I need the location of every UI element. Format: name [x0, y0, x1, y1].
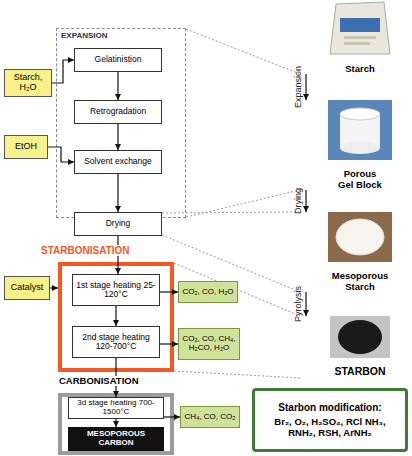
photo-background	[328, 100, 392, 160]
flow-arrow	[115, 306, 116, 326]
zoom-line	[174, 263, 300, 316]
input-box: Starch, H₂O	[4, 69, 52, 97]
node-text: 1st stage heating 25-120°C	[73, 281, 159, 300]
bag-stripe	[344, 36, 376, 39]
flow-arrow	[164, 416, 180, 417]
photo-node: STARBON	[300, 316, 412, 378]
arrow-label: Pyrolysis	[293, 286, 303, 322]
group-heading: STARBONISATION	[40, 245, 131, 256]
node-text: Retrogradation	[90, 107, 146, 116]
zoom-line	[174, 371, 300, 378]
arrow-label: Drying	[293, 188, 303, 214]
node-text: Catalyst	[11, 283, 44, 293]
output-box: CH₄, CO, CO₂	[180, 406, 240, 428]
bag-stripe	[344, 42, 370, 45]
flow-arrow	[117, 174, 118, 212]
node-text: 2nd stage heating 120-700°C	[73, 333, 159, 352]
node-text: Solvent exchange	[84, 157, 152, 166]
photo-caption: Mesoporous Starch	[328, 271, 392, 292]
bag-label	[340, 18, 380, 32]
photo-background	[330, 316, 390, 358]
flow-arrow	[117, 124, 118, 150]
gel-base	[340, 142, 380, 154]
zoom-line	[186, 29, 300, 74]
photo-caption: STARBON	[334, 366, 385, 378]
flow-arrow	[50, 287, 58, 288]
input-box: Catalyst	[4, 276, 50, 300]
node-text: MESOPOROUS CARBON	[84, 430, 148, 448]
mesoporous-starch-photo	[328, 212, 392, 262]
process-box: 1st stage heating 25-120°C	[72, 274, 160, 306]
node-text: CO₂, CO, H₂O	[182, 288, 233, 297]
modification-box: Starbon modification: Br₂, O₂, H₂SO₄, RCl…	[252, 388, 408, 452]
starbon-photo	[330, 316, 390, 358]
photo-node: Porous Gel Block	[300, 100, 412, 190]
reagent-list: Br₂, O₂, H₂SO₄, RCl NH₃, RNH₂, RSH, ArNH…	[268, 416, 392, 439]
gel-block-photo	[328, 100, 392, 160]
node-text: Drying	[106, 219, 131, 228]
node-text: CH₄, CO, CO₂	[185, 413, 236, 422]
stage-group: CARBONISATION3d stage heating 700-1500°C…	[58, 393, 174, 455]
flow-arrow	[305, 190, 306, 212]
zoom-line	[162, 212, 300, 213]
process-box: Gelatinistion	[74, 48, 162, 72]
input-box: EtOH	[4, 135, 48, 159]
starch-disk	[336, 219, 384, 255]
photo-node: Starch	[300, 0, 412, 74]
node-text: 3d stage heating 700-1500°C	[69, 399, 163, 417]
flow-arrow	[305, 74, 306, 100]
node-text: Gelatinistion	[95, 55, 142, 64]
product-box: MESOPOROUS CARBON	[68, 427, 164, 451]
node-text: EtOH	[15, 142, 37, 152]
stage-group: EXPANSION GelatinistionRetrogradationSolv…	[56, 28, 186, 218]
gel-top	[340, 108, 380, 120]
group-heading: CARBONISATION	[58, 376, 140, 386]
node-text: CO₂, CO, CH₄, H₂CO, H₂O	[179, 335, 239, 353]
output-box: CO₂, CO, CH₄, H₂CO, H₂O	[178, 328, 240, 360]
process-box: Retrogradation	[74, 100, 162, 124]
flow-arrow	[115, 419, 116, 427]
flow-arrow	[305, 292, 306, 316]
stage-group: STARBONISATION1st stage heating 25-120°C…	[58, 262, 174, 372]
flow-arrow	[117, 236, 118, 274]
bag-shape	[330, 2, 390, 54]
process-box: Solvent exchange	[74, 150, 162, 174]
box-heading: Starbon modification:	[278, 402, 381, 413]
flow-arrow	[52, 60, 74, 83]
process-box: 3d stage heating 700-1500°C	[68, 397, 164, 419]
zoom-lines	[162, 29, 300, 378]
starbon-disk	[338, 320, 382, 354]
photo-caption: Starch	[345, 64, 375, 74]
photo-node: Mesoporous Starch	[300, 212, 412, 292]
photo-background	[328, 212, 392, 262]
starch-bag-photo	[330, 2, 390, 54]
node-text: Starch, H₂O	[5, 73, 51, 93]
flow-arrow	[160, 291, 178, 292]
arrow-label: Expansion	[293, 66, 303, 108]
output-box: CO₂, CO, H₂O	[178, 281, 238, 303]
process-box: Drying	[74, 212, 162, 236]
flow-arrow	[117, 72, 118, 100]
flow-arrow	[48, 147, 74, 162]
photo-caption: Porous Gel Block	[335, 169, 385, 190]
process-box: 2nd stage heating 120-700°C	[72, 326, 160, 358]
group-heading: EXPANSION	[61, 32, 108, 41]
flow-arrow	[160, 343, 178, 344]
flow-arrow	[115, 358, 116, 397]
